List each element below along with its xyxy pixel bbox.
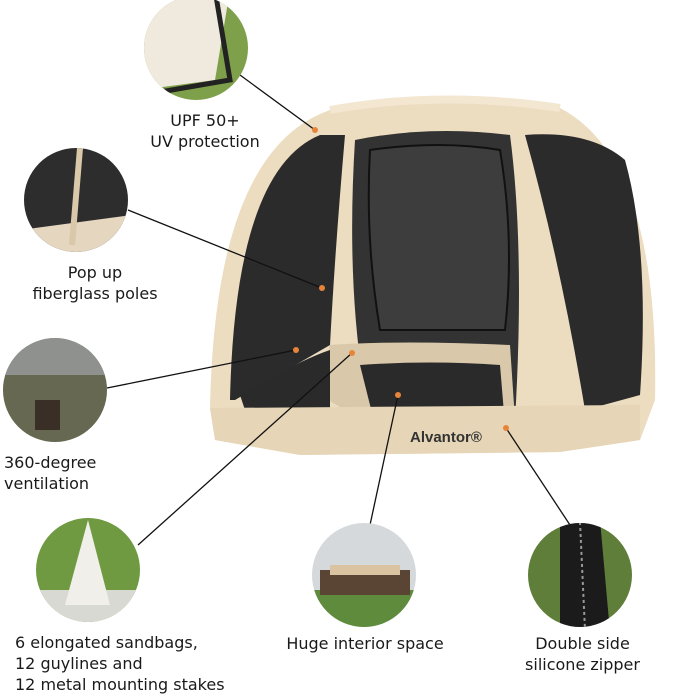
- brand-logo: Alvantor®: [410, 429, 482, 446]
- callout-dots: [293, 127, 509, 431]
- sandbag-photo: [36, 518, 140, 622]
- feature-label-zipper: Double side silicone zipper: [510, 633, 655, 675]
- label-line: Huge interior space: [286, 634, 444, 653]
- label-line: 12 guylines and: [15, 654, 143, 673]
- label-line: 360-degree: [4, 453, 97, 472]
- label-line: 6 elongated sandbags,: [15, 633, 198, 652]
- tent: [210, 95, 656, 455]
- mesh-window-photo: [3, 338, 107, 442]
- zipper-photo: [528, 523, 632, 627]
- label-line: Double side: [535, 634, 630, 653]
- fabric-corner-photo: [144, 0, 248, 100]
- feature-label-sandbags: 6 elongated sandbags, 12 guylines and 12…: [15, 632, 255, 695]
- label-line: Pop up: [67, 263, 123, 282]
- label-line: 12 metal mounting stakes: [15, 675, 225, 694]
- leader-lines: [106, 74, 571, 546]
- feature-label-poles: Pop up fiberglass poles: [20, 262, 170, 304]
- feature-label-ventilation: 360-degree ventilation: [4, 452, 134, 494]
- label-line: ventilation: [4, 474, 90, 493]
- pole-photo: [24, 148, 128, 252]
- label-line: silicone zipper: [525, 655, 640, 674]
- patio-furniture-photo: [312, 523, 416, 627]
- feature-label-uv-protection: UPF 50+ UV protection: [140, 110, 270, 152]
- label-line: UPF 50+: [170, 111, 240, 130]
- feature-label-interior-space: Huge interior space: [270, 633, 460, 654]
- label-line: UV protection: [150, 132, 260, 151]
- label-line: fiberglass poles: [32, 284, 158, 303]
